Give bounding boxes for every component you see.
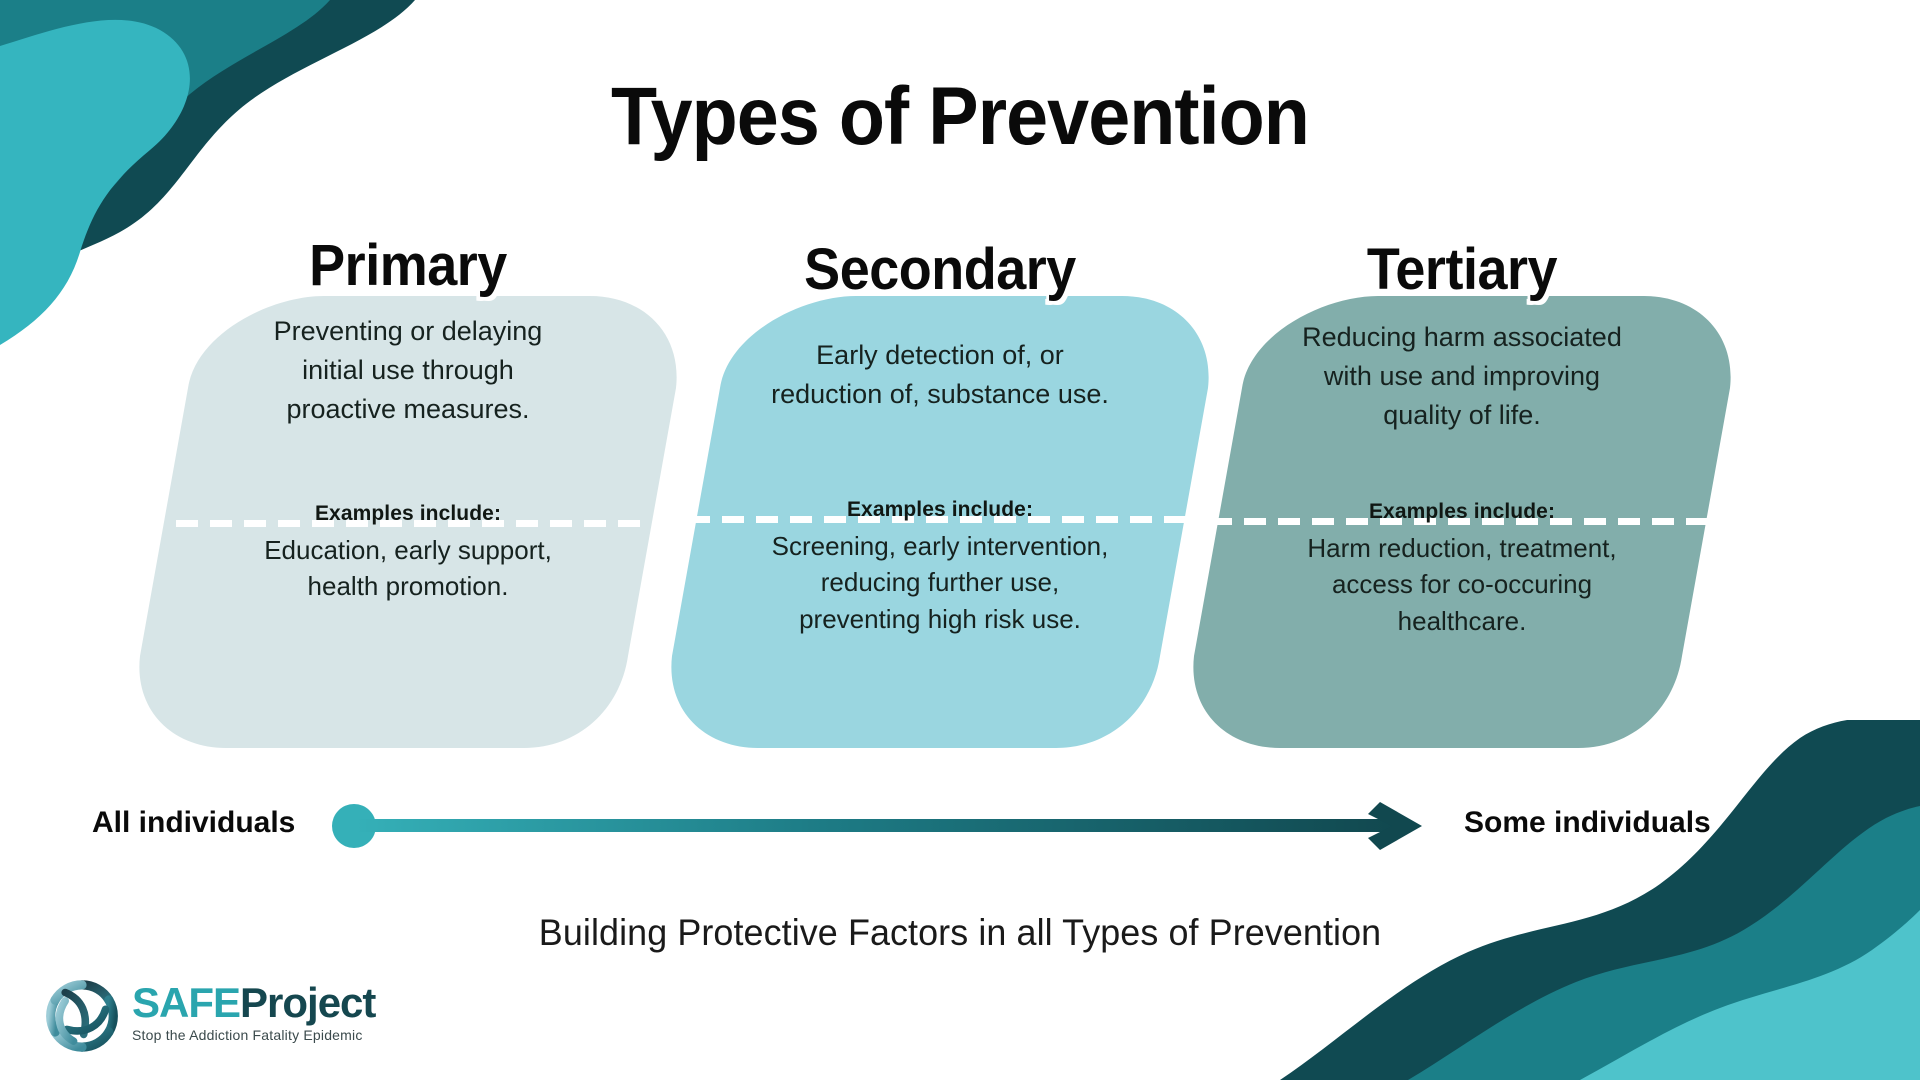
card-primary-divider [176,520,644,527]
safe-project-logo[interactable]: SAFEProject Stop the Addiction Fatality … [40,974,380,1058]
logo-word-row: SAFEProject [132,979,376,1026]
card-primary-examples-line: health promotion. [307,571,509,602]
spectrum-right-label: Some individuals [1464,806,1711,839]
card-primary-description-line: proactive measures. [286,393,530,424]
logo-safe-text: SAFE [132,979,241,1026]
card-secondary[interactable]: Secondary Early detection of, or reducti… [660,237,1220,782]
card-tertiary-title: Tertiary [1366,237,1558,302]
spectrum-arrow-icon [332,802,1422,850]
card-primary-description-line: Preventing or delaying [273,316,543,346]
card-secondary-description-line: Early detection of, or [816,340,1064,370]
logo-tagline: Stop the Addiction Fatality Epidemic [132,1027,363,1043]
card-secondary-examples-line: Screening, early intervention, [771,531,1109,561]
page-title: Types of Prevention [611,71,1310,162]
card-primary-description-line: initial use through [302,354,514,385]
footer-caption: Building Protective Factors in all Types… [538,912,1382,953]
reach-spectrum: All individuals Some individuals [0,800,1920,860]
card-secondary-divider [688,516,1198,523]
card-secondary-examples-line: preventing high risk use. [799,603,1081,634]
card-primary-title: Primary [309,233,507,298]
logo-project-text: Project [240,979,376,1026]
card-tertiary-description: Reducing harm associated with use and im… [1182,318,1742,435]
card-tertiary-description-line: with use and improving [1323,360,1601,391]
card-secondary-description-line: reduction of, substance use. [771,378,1109,409]
spectrum-arrow-head [1368,802,1422,850]
card-secondary-examples-line: reducing further use, [820,567,1060,598]
card-tertiary-examples-line: access for co-occuring [1331,569,1593,600]
card-secondary-description: Early detection of, or reduction of, sub… [660,336,1220,414]
card-tertiary-examples: Examples include: Harm reduction, treatm… [1182,500,1742,639]
card-tertiary-examples-line: Harm reduction, treatment, [1307,533,1617,563]
card-tertiary-examples-line: healthcare. [1397,605,1527,636]
logo-wordmark: SAFEProject Stop the Addiction Fatality … [132,979,376,1044]
card-tertiary-divider [1210,518,1722,525]
card-primary-examples-label: Examples include: [314,502,502,525]
card-tertiary-examples-label: Examples include: [1368,500,1556,523]
card-secondary-examples: Examples include: Screening, early inter… [660,498,1220,637]
card-primary-examples-line: Education, early support, [264,535,552,565]
card-primary[interactable]: Primary Preventing or delaying initial u… [128,233,688,782]
card-tertiary[interactable]: Tertiary Reducing harm associated with u… [1182,237,1742,782]
spectrum-left-label: All individuals [92,806,296,839]
prevention-cards-row: Primary Preventing or delaying initial u… [0,233,1920,782]
card-tertiary-description-line: Reducing harm associated [1302,322,1622,352]
card-secondary-title: Secondary [804,237,1076,302]
card-secondary-examples-label: Examples include: [846,498,1034,521]
pinwheel-icon [46,980,118,1052]
card-primary-examples: Examples include: Education, early suppo… [128,502,688,605]
card-tertiary-description-line: quality of life. [1383,399,1541,430]
card-primary-description: Preventing or delaying initial use throu… [128,312,688,429]
